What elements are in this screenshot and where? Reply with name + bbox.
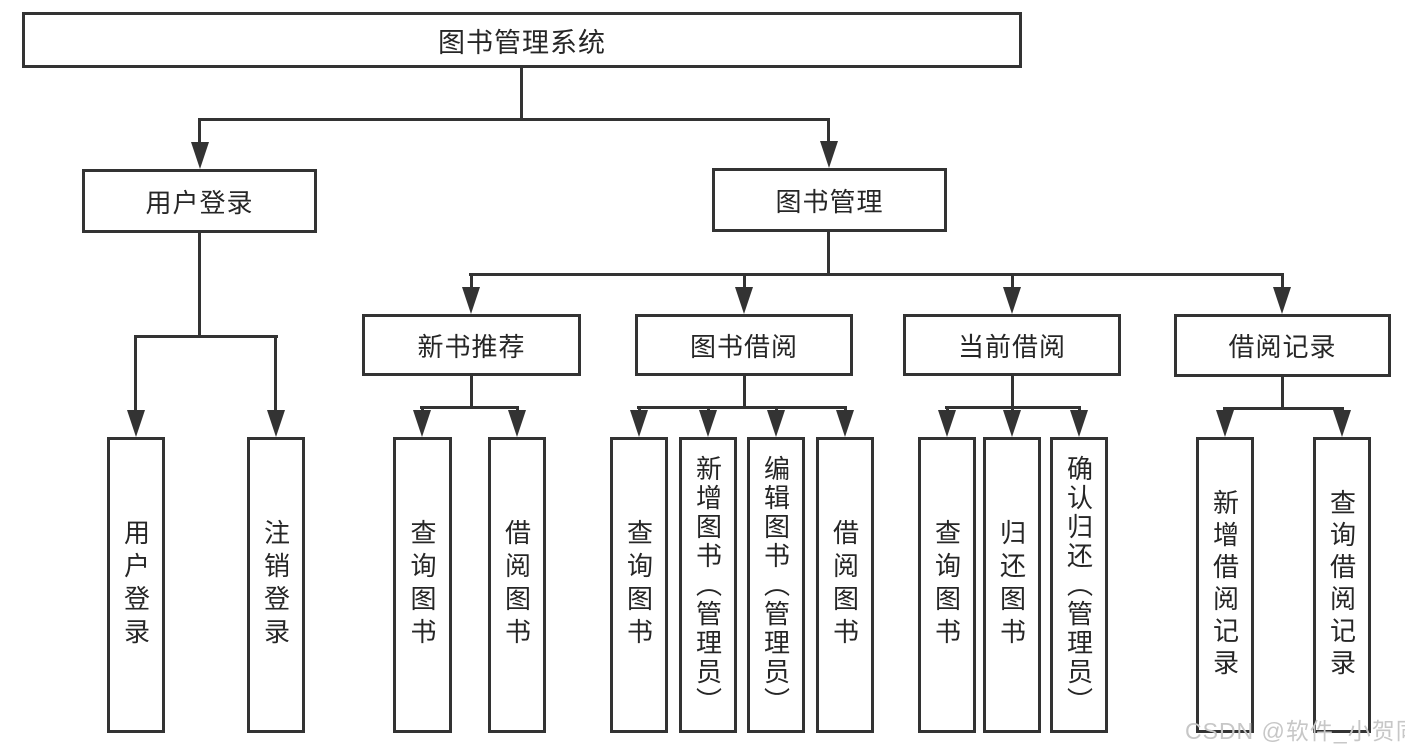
connector-stub (827, 118, 830, 146)
connector-borrow-records-drop (1281, 377, 1284, 410)
leaf-borrow-books-2: 借阅图书 (816, 437, 874, 733)
node-current-borrow: 当前借阅 (903, 314, 1121, 376)
connector-user-login-drop (198, 233, 201, 338)
leaf-logout: 注销登录 (247, 437, 305, 733)
arrowhead-down-icon (836, 410, 854, 437)
connector-current-borrow-drop (1011, 376, 1014, 409)
connector-stub (134, 335, 137, 413)
arrowhead-down-icon (820, 141, 838, 168)
arrowhead-down-icon (462, 287, 480, 314)
node-book-management: 图书管理 (712, 168, 947, 232)
connector-stub (743, 273, 746, 290)
leaf-query-books-1: 查询图书 (393, 437, 452, 733)
leaf-return-book: 归还图书 (983, 437, 1041, 733)
arrowhead-down-icon (191, 142, 209, 169)
connector-stub (1011, 273, 1014, 290)
connector-borrow-records-bus (1223, 407, 1344, 410)
connector-root-drop (520, 68, 523, 121)
connector-new-book-bus (420, 406, 519, 409)
arrowhead-down-icon (1003, 287, 1021, 314)
arrowhead-down-icon (735, 287, 753, 314)
connector-stub (470, 273, 473, 290)
connector-stub (198, 118, 201, 146)
node-borrow-records: 借阅记录 (1174, 314, 1391, 377)
watermark: CSDN @软件_小贺同学 (1185, 718, 1405, 744)
leaf-add-borrow-record: 新增借阅记录 (1196, 437, 1254, 733)
arrowhead-down-icon (699, 410, 717, 437)
arrowhead-down-icon (267, 410, 285, 437)
connector-user-login-bus (134, 335, 278, 338)
arrowhead-down-icon (1273, 287, 1291, 314)
arrowhead-down-icon (508, 410, 526, 437)
node-root: 图书管理系统 (22, 12, 1022, 68)
connector-stub (274, 335, 277, 413)
arrowhead-down-icon (630, 410, 648, 437)
connector-new-book-drop (470, 376, 473, 409)
node-user-login: 用户登录 (82, 169, 317, 233)
arrowhead-down-icon (938, 410, 956, 437)
leaf-add-book-admin: 新增图书（管理员） (679, 437, 737, 733)
leaf-borrow-books-1: 借阅图书 (488, 437, 546, 733)
leaf-edit-book-admin: 编辑图书（管理员） (747, 437, 805, 733)
leaf-query-books-2: 查询图书 (610, 437, 668, 733)
leaf-user-login: 用户登录 (107, 437, 165, 733)
arrowhead-down-icon (1003, 410, 1021, 437)
arrowhead-down-icon (767, 410, 785, 437)
arrowhead-down-icon (127, 410, 145, 437)
arrowhead-down-icon (413, 410, 431, 437)
leaf-confirm-return-admin: 确认归还（管理员） (1050, 437, 1108, 733)
arrowhead-down-icon (1333, 410, 1351, 437)
connector-stub (1281, 273, 1284, 290)
node-book-borrow: 图书借阅 (635, 314, 853, 376)
connector-book-mgmt-bus (469, 273, 1283, 276)
arrowhead-down-icon (1070, 410, 1088, 437)
connector-book-borrow-bus (637, 406, 847, 409)
connector-root-bus (198, 118, 830, 121)
leaf-query-borrow-record: 查询借阅记录 (1313, 437, 1371, 733)
arrowhead-down-icon (1216, 410, 1234, 437)
connector-book-borrow-drop (743, 376, 746, 409)
connector-book-mgmt-drop (827, 232, 830, 276)
node-new-book-recommend: 新书推荐 (362, 314, 581, 376)
leaf-query-books-3: 查询图书 (918, 437, 976, 733)
